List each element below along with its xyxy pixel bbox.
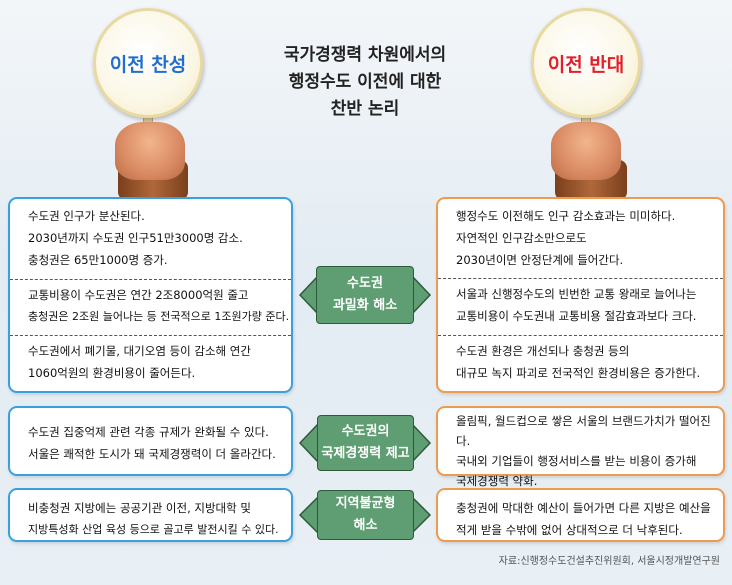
source-note: 자료:신행정수도건설추진위원회, 서울시정개발연구원: [498, 556, 720, 567]
pro-point: 비충청권 지방에는 공공기관 이전, 지방대학 및 지방특성화 산업 육성 등으…: [10, 493, 291, 545]
label-line: 수도권: [347, 276, 383, 291]
label-line: 지역불균형: [335, 496, 396, 511]
text-line: 대규모 녹지 파괴로 전국적인 환경비용은 증가한다.: [456, 366, 701, 380]
con-sign-text: 이전 반대: [547, 53, 625, 76]
pro-sign: 이전 찬성: [93, 8, 203, 118]
category-label-overcrowding: 수도권 과밀화 해소: [316, 266, 414, 324]
con-box-regional-balance: 충청권에 막대한 예산이 들어가면 다른 지방은 예산을 적게 받을 수밖에 없…: [436, 488, 725, 542]
text-line: 충청권은 2조원 늘어나는 등 전국적으로 1조원가량 준다.: [28, 310, 290, 323]
pro-point: 교통비용이 수도권은 연간 2조8000억원 줄고 충청권은 2조원 늘어나는 …: [10, 279, 291, 335]
text-line: 교통비용이 수도권내 교통비용 절감효과보다 크다.: [456, 309, 697, 323]
pro-box-competitiveness: 수도권 집중억제 관련 각종 규제가 완화될 수 있다. 서울은 쾌적한 도시가…: [8, 406, 293, 476]
con-box-overcrowding: 행정수도 이전해도 인구 감소효과는 미미하다. 자연적인 인구감소만으로도 2…: [436, 197, 725, 393]
con-point: 행정수도 이전해도 인구 감소효과는 미미하다. 자연적인 인구감소만으로도 2…: [438, 201, 723, 278]
category-label-competitiveness: 수도권의 국제경쟁력 제고: [317, 415, 414, 471]
label-line: 해소: [353, 518, 378, 533]
title-line: 국가경쟁력 차원에서의: [283, 45, 447, 65]
con-point: 충청권에 막대한 예산이 들어가면 다른 지방은 예산을 적게 받을 수밖에 없…: [438, 493, 723, 545]
text-line: 국내외 기업들이 행정서비스를 받는 비용이 증가해: [456, 454, 697, 468]
title-line: 찬반 논리: [330, 99, 400, 119]
label-line: 과밀화 해소: [332, 298, 398, 313]
title-line: 행정수도 이전에 대한: [288, 72, 442, 92]
text-line: 수도권 환경은 개선되나 충청권 등의: [456, 344, 630, 358]
con-point: 수도권 환경은 개선되나 충청권 등의 대규모 녹지 파괴로 전국적인 환경비용…: [438, 335, 723, 388]
page-title: 국가경쟁력 차원에서의 행정수도 이전에 대한 찬반 논리: [245, 42, 485, 123]
text-line: 수도권 인구가 분산된다.: [28, 209, 145, 223]
pro-point: 수도권 인구가 분산된다. 2030년까지 수도권 인구51만3000명 감소.…: [10, 201, 291, 279]
pro-point: 수도권 집중억제 관련 각종 규제가 완화될 수 있다. 서울은 쾌적한 도시가…: [10, 417, 291, 469]
text-line: 비충청권 지방에는 공공기관 이전, 지방대학 및: [28, 501, 251, 515]
text-line: 교통비용이 수도권은 연간 2조8000억원 줄고: [28, 288, 249, 302]
text-line: 충청권에 막대한 예산이 들어가면 다른 지방은 예산을: [456, 501, 711, 515]
text-line: 2030년이면 안정단계에 들어간다.: [456, 253, 624, 267]
text-line: 행정수도 이전해도 인구 감소효과는 미미하다.: [456, 209, 676, 223]
text-line: 수도권 집중억제 관련 각종 규제가 완화될 수 있다.: [28, 425, 269, 439]
hand-icon: [551, 122, 621, 180]
text-line: 서울은 쾌적한 도시가 돼 국제경쟁력이 더 올라간다.: [28, 447, 276, 461]
hand-icon: [115, 122, 185, 180]
con-point: 올림픽, 월드컵으로 쌓은 서울의 브랜드가치가 떨어진다. 국내외 기업들이 …: [438, 408, 723, 495]
pro-point: 수도권에서 폐기물, 대기오염 등이 감소해 연간 1060억원의 환경비용이 …: [10, 335, 291, 388]
text-line: 서울과 신행정수도의 빈번한 교통 왕래로 늘어나는: [456, 287, 697, 301]
text-line: 국제경쟁력 약화.: [456, 474, 538, 488]
pro-sign-text: 이전 찬성: [109, 53, 187, 76]
text-line: 충청권은 65만1000명 증가.: [28, 253, 168, 267]
label-line: 수도권의: [341, 424, 390, 439]
text-line: 2030년까지 수도권 인구51만3000명 감소.: [28, 231, 243, 245]
pro-box-regional-balance: 비충청권 지방에는 공공기관 이전, 지방대학 및 지방특성화 산업 육성 등으…: [8, 488, 293, 542]
category-label-regional-balance: 지역불균형 해소: [317, 490, 414, 540]
text-line: 자연적인 인구감소만으로도: [456, 231, 587, 245]
con-box-competitiveness: 올림픽, 월드컵으로 쌓은 서울의 브랜드가치가 떨어진다. 국내외 기업들이 …: [436, 406, 725, 488]
con-point: 서울과 신행정수도의 빈번한 교통 왕래로 늘어나는 교통비용이 수도권내 교통…: [438, 278, 723, 335]
text-line: 적게 받을 수밖에 없어 상대적으로 더 낙후된다.: [456, 523, 683, 537]
label-line: 국제경쟁력 제고: [321, 446, 410, 461]
text-line: 지방특성화 산업 육성 등으로 골고루 발전시킬 수 있다.: [28, 523, 279, 536]
text-line: 1060억원의 환경비용이 줄어든다.: [28, 366, 196, 380]
pro-box-overcrowding: 수도권 인구가 분산된다. 2030년까지 수도권 인구51만3000명 감소.…: [8, 197, 293, 393]
text-line: 올림픽, 월드컵으로 쌓은 서울의 브랜드가치가 떨어진다.: [456, 414, 711, 448]
text-line: 수도권에서 폐기물, 대기오염 등이 감소해 연간: [28, 344, 251, 358]
con-sign: 이전 반대: [531, 8, 641, 118]
